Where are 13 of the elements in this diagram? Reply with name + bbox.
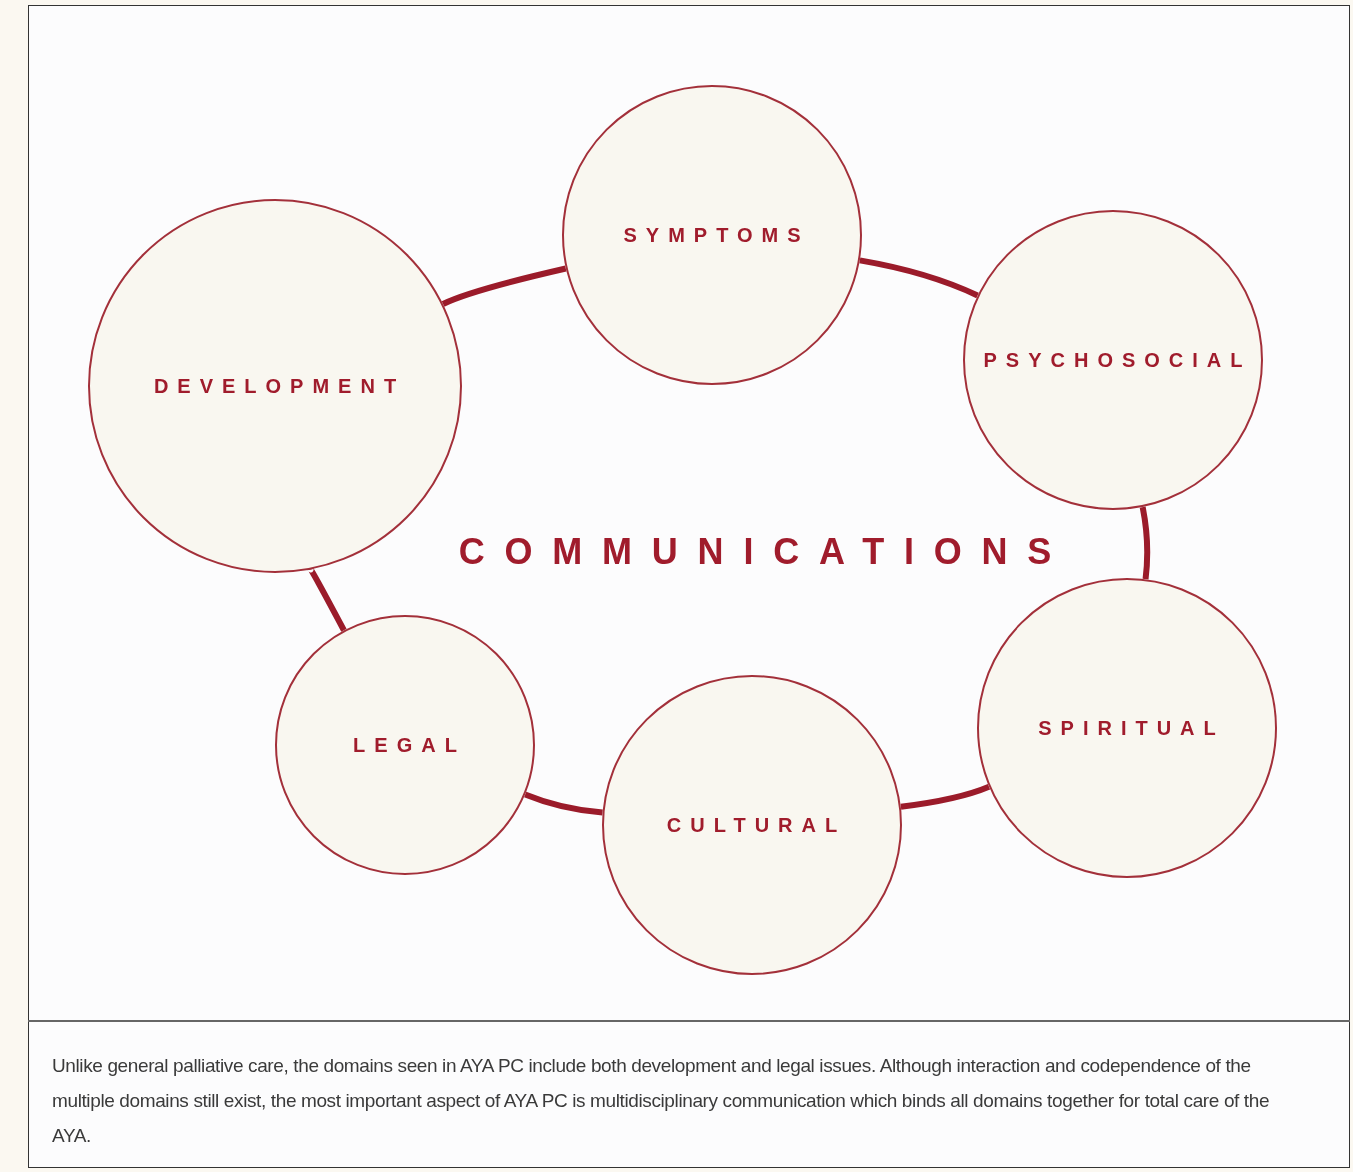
domain-label: PSYCHOSOCIAL [982, 348, 1252, 373]
caption: Unlike general palliative care, the domains seen in AYA PC include both development and legal issues. Although interaction and codependence of the multiple domains still exist, the most important aspect of AYA PC is multidisciplinary communication which binds all domains together for total care of the AYA. [52, 1054, 1271, 1148]
connector-line [1139, 506, 1151, 580]
connector-line [524, 791, 603, 816]
connector-line [859, 257, 979, 299]
domain-label: LEGAL [352, 733, 466, 758]
domain-label: DEVELOPMENT [152, 374, 406, 399]
center-label: COMMUNICATIONS [457, 530, 1073, 574]
connector-line [441, 265, 567, 307]
domain-label: CULTURAL [665, 813, 847, 838]
domain-label: SPIRITUAL [1037, 716, 1225, 741]
connector-line [308, 567, 347, 632]
domain-label: SYMPTOMS [622, 223, 810, 248]
